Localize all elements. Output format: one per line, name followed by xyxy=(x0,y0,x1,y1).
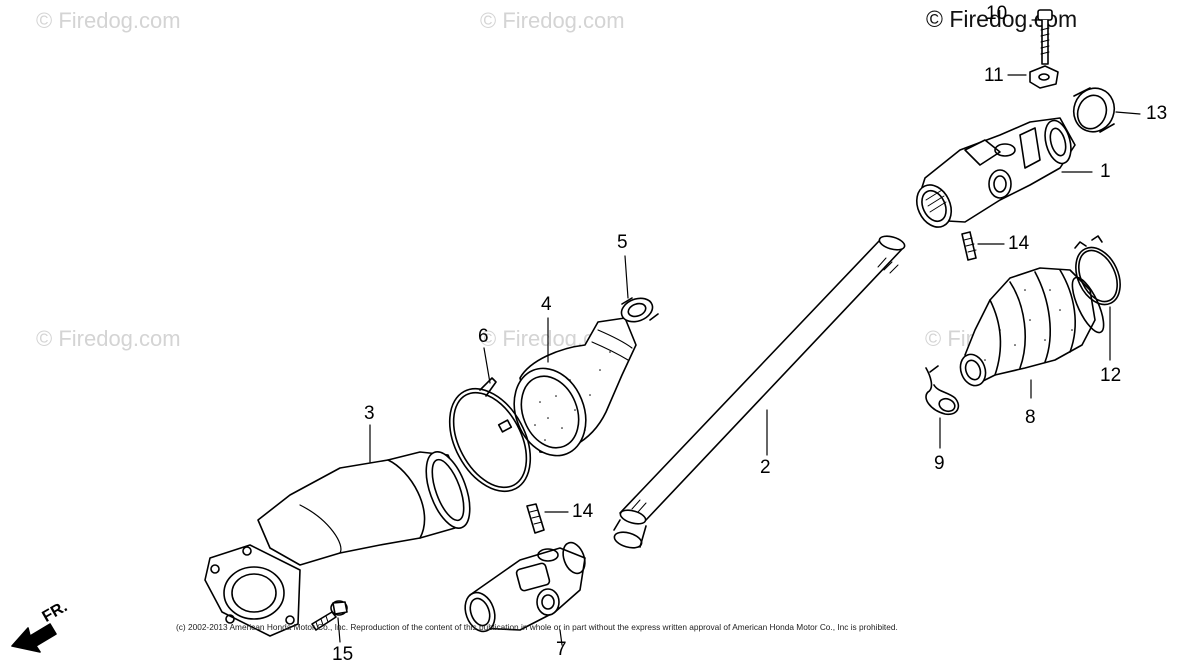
nut-part-11 xyxy=(1029,65,1059,89)
shaft-part-2 xyxy=(613,235,906,549)
clamp-part-6 xyxy=(448,377,532,493)
ujoint-part-7 xyxy=(464,541,586,633)
part-label-13: 13 xyxy=(1146,103,1168,124)
ujoint-part-1 xyxy=(915,117,1076,228)
part-label-2: 2 xyxy=(760,457,771,478)
part-label-10: 10 xyxy=(986,3,1008,24)
part-label-4: 4 xyxy=(541,294,552,315)
part-label-15: 15 xyxy=(332,644,354,665)
pin-part-14-lower xyxy=(526,503,545,534)
clamp-part-12 xyxy=(1074,235,1121,306)
bolt-part-10 xyxy=(1037,9,1053,65)
front-arrow-icon xyxy=(11,623,57,653)
part-label-9: 9 xyxy=(934,453,945,474)
bolt-part-15 xyxy=(311,600,348,631)
watermark: © Firedog.com xyxy=(480,8,625,33)
part-label-8: 8 xyxy=(1025,407,1036,428)
part-label-7: 7 xyxy=(556,639,567,660)
part-label-6: 6 xyxy=(478,326,489,347)
watermark: © Firedog.com xyxy=(36,8,181,33)
part-label-12: 12 xyxy=(1100,365,1122,386)
part-label-14-lower: 14 xyxy=(572,501,594,522)
part-label-3: 3 xyxy=(364,403,375,424)
part-label-11: 11 xyxy=(984,65,1004,86)
leader-lines xyxy=(337,19,1141,646)
part-label-1: 1 xyxy=(1100,161,1111,182)
bellows-part-8 xyxy=(959,267,1105,387)
ring-part-13 xyxy=(1072,87,1116,133)
boot-part-4 xyxy=(513,317,637,457)
pin-part-14-upper xyxy=(961,231,977,261)
part-label-14-upper: 14 xyxy=(1008,233,1030,254)
boot-part-3 xyxy=(204,451,471,637)
clip-part-9 xyxy=(925,365,960,416)
part-label-5: 5 xyxy=(617,232,628,253)
copyright-notice: (c) 2002-2013 American Honda Motor Co., … xyxy=(176,622,898,632)
watermark: © Firedog.com xyxy=(36,326,181,351)
ring-part-5 xyxy=(620,297,659,323)
